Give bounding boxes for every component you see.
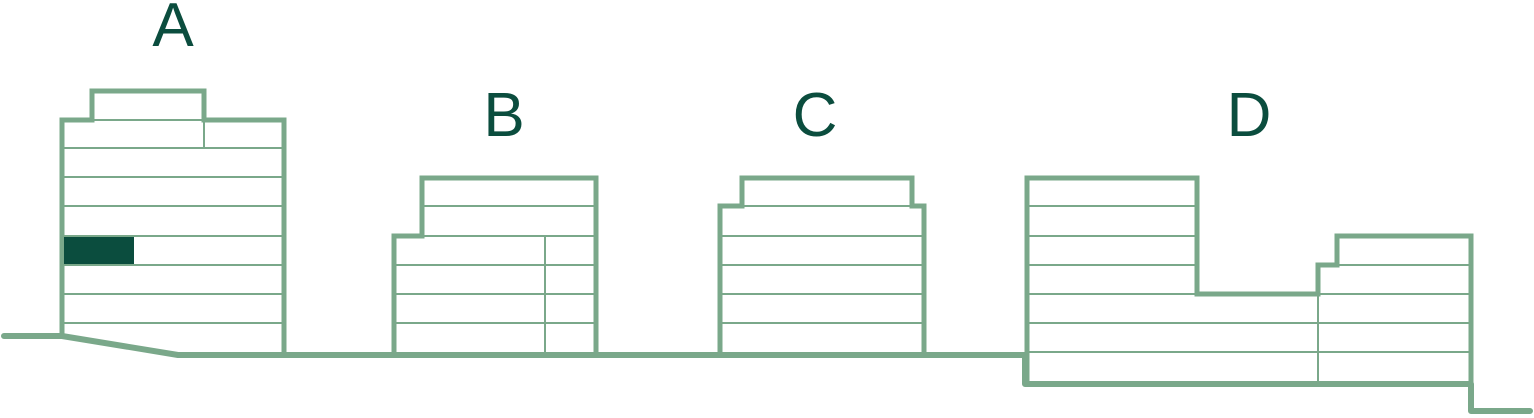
building-b: B [391,81,599,355]
building-d-label: D [1227,81,1272,150]
building-c: C [717,81,927,355]
building-c-label: C [793,81,838,150]
building-a-highlighted-unit [64,237,134,264]
building-d-outline [1024,175,1474,383]
building-b-label: B [483,81,524,150]
building-c-floors [720,205,924,324]
building-b-floors [394,205,596,352]
building-a-outline [59,88,287,355]
ground-line [1,333,1533,414]
building-d-floors [1027,205,1471,384]
building-a-label: A [152,0,194,60]
building-d: D [1024,81,1474,384]
building-a: A [59,0,287,355]
building-a-floors [62,119,284,324]
